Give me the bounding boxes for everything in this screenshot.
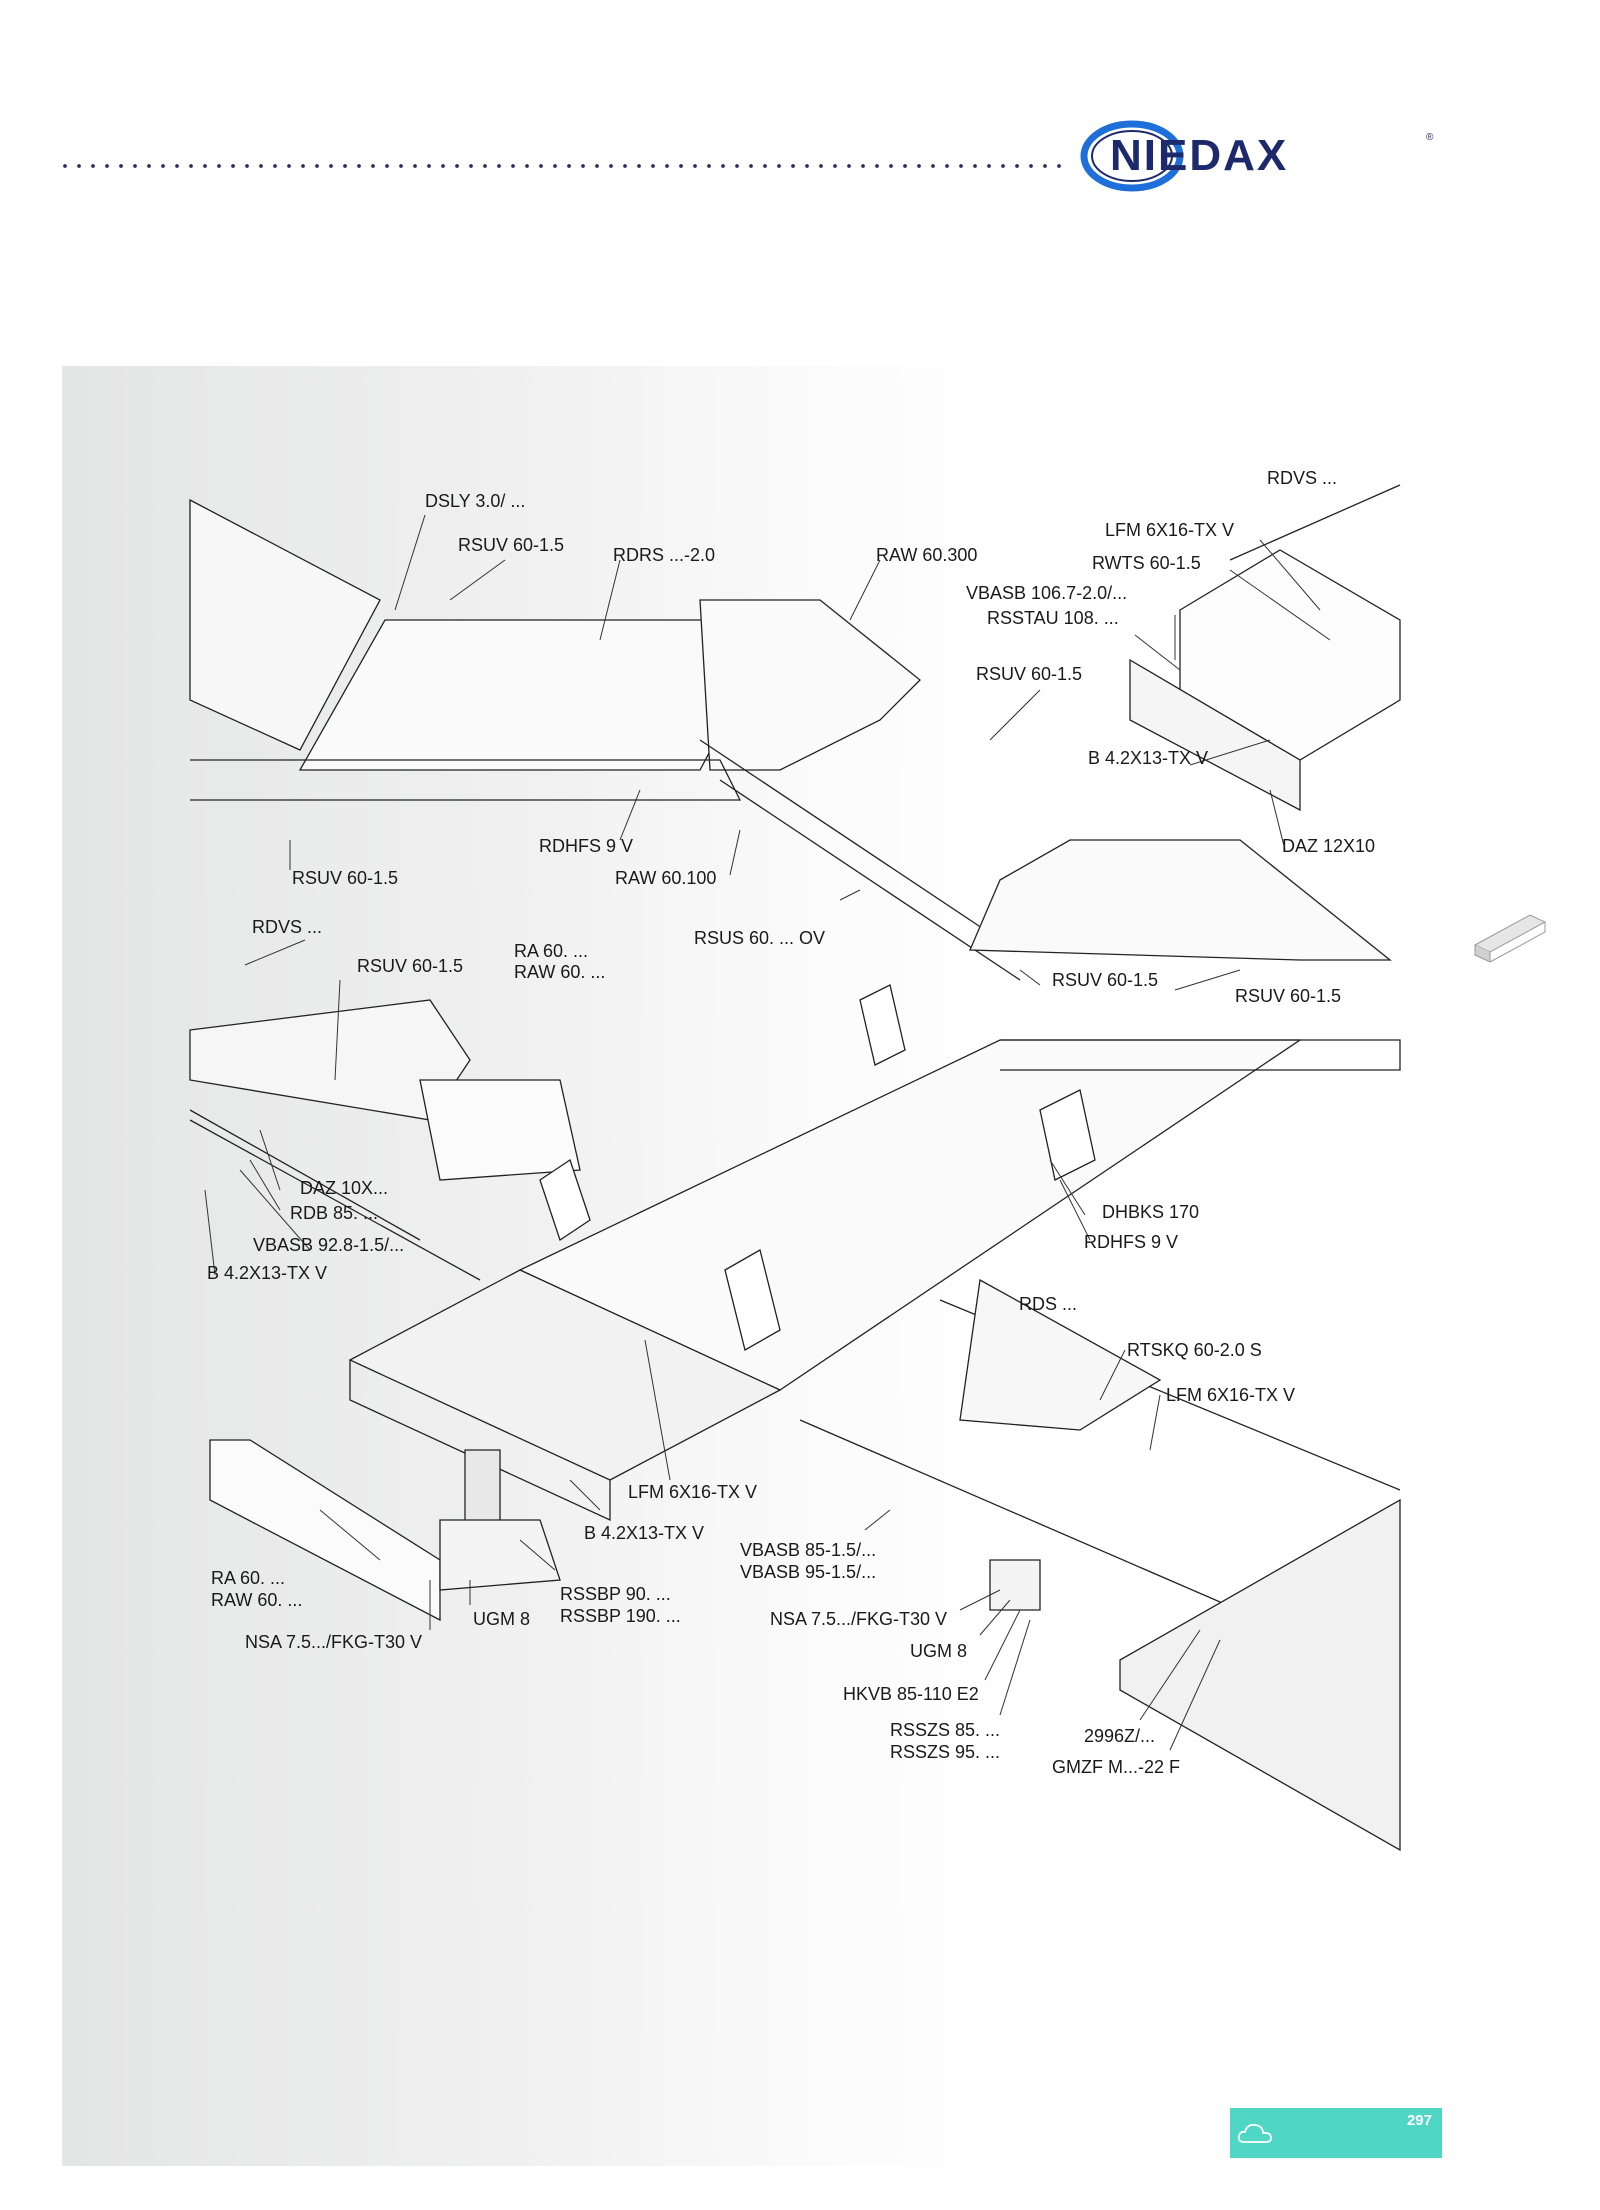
label-nsa-b: NSA 7.5.../FKG-T30 V [770, 1609, 948, 1629]
cable-tray-thumbnail [1473, 914, 1547, 963]
label-raw60-a: RAW 60. ... [514, 962, 606, 982]
label-gmzf: GMZF M...-22 F [1052, 1757, 1180, 1777]
label-ugm-a: UGM 8 [473, 1609, 531, 1629]
label-ugm-b: UGM 8 [910, 1641, 968, 1661]
label-ra60-b: RA 60. ... [211, 1568, 286, 1588]
label-dhbks: DHBKS 170 [1102, 1202, 1200, 1222]
registered-mark: ® [1426, 132, 1434, 143]
label-vbasb-95: VBASB 95-1.5/... [740, 1562, 877, 1582]
label-daz-10: DAZ 10X... [300, 1178, 389, 1198]
label-rsuv-e: RSUV 60-1.5 [1052, 970, 1159, 990]
label-daz-12: DAZ 12X10 [1282, 836, 1376, 856]
label-rsus: RSUS 60. ... OV [694, 928, 826, 948]
label-dsly: DSLY 3.0/ ... [425, 491, 526, 511]
label-rsszs-95: RSSZS 95. ... [890, 1742, 1001, 1762]
label-lfm-b: LFM 6X16-TX V [1166, 1385, 1296, 1405]
label-rsuv-d: RSUV 60-1.5 [357, 956, 464, 976]
label-b42-b: B 4.2X13-TX V [207, 1263, 328, 1283]
label-rssbp-90: RSSBP 90. ... [560, 1584, 671, 1604]
label-hkvb: HKVB 85-110 E2 [843, 1684, 979, 1704]
label-2996z: 2996Z/... [1084, 1726, 1156, 1746]
label-raw-60300: RAW 60.300 [876, 545, 978, 565]
label-b42-a: B 4.2X13-TX V [1088, 748, 1209, 768]
label-rdhfs-a: RDHFS 9 V [539, 836, 634, 856]
label-rdvs-top: RDVS ... [1267, 468, 1338, 488]
label-rdvs-mid: RDVS ... [252, 917, 323, 937]
label-rdb: RDB 85. ... [290, 1203, 379, 1223]
label-ra60-a: RA 60. ... [514, 941, 589, 961]
label-rsszs-85: RSSZS 85. ... [890, 1720, 1001, 1740]
label-rsstau: RSSTAU 108. ... [987, 608, 1119, 628]
logo-wordmark: NIEDAX [1110, 131, 1288, 180]
label-rsuv-a: RSUV 60-1.5 [458, 535, 565, 555]
label-rds: RDS ... [1019, 1294, 1078, 1314]
label-nsa-a: NSA 7.5.../FKG-T30 V [245, 1632, 423, 1652]
label-raw-60100: RAW 60.100 [615, 868, 717, 888]
label-vbasb-106: VBASB 106.7-2.0/... [966, 583, 1128, 603]
label-b42-c: B 4.2X13-TX V [584, 1523, 705, 1543]
page-number-box: 297 [1230, 2108, 1442, 2158]
label-rdrs: RDRS ...-2.0 [613, 545, 716, 565]
niedax-logo: NIEDAX ® [1080, 120, 1434, 192]
label-rsuv-f: RSUV 60-1.5 [1235, 986, 1342, 1006]
label-rsuv-c: RSUV 60-1.5 [292, 868, 399, 888]
label-vbasb-92: VBASB 92.8-1.5/... [253, 1235, 405, 1255]
header-dotted-rule [58, 163, 1068, 169]
label-raw60-b: RAW 60. ... [211, 1590, 303, 1610]
page-number: 297 [1406, 2112, 1432, 2129]
label-rsuv-b: RSUV 60-1.5 [976, 664, 1083, 684]
cloud-icon [1237, 2123, 1272, 2143]
label-rssbp-190: RSSBP 190. ... [560, 1606, 681, 1626]
label-rtskq: RTSKQ 60-2.0 S [1127, 1340, 1262, 1360]
label-rwts: RWTS 60-1.5 [1092, 553, 1201, 573]
label-lfm-c: LFM 6X16-TX V [628, 1482, 758, 1502]
label-vbasb-85: VBASB 85-1.5/... [740, 1540, 877, 1560]
label-rdhfs-b: RDHFS 9 V [1084, 1232, 1179, 1252]
label-lfm-a: LFM 6X16-TX V [1105, 520, 1235, 540]
